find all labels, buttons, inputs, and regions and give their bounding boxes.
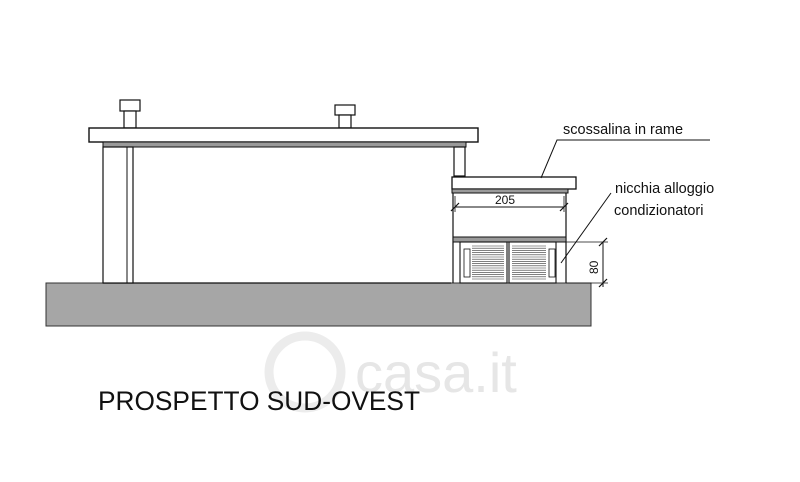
column-left [102,146,134,284]
annotation-ac-niche-line1: nicchia alloggio [615,181,714,197]
leader-ac-niche [560,192,612,264]
ac-fan-right [548,248,556,278]
dimension-width: 205 [450,193,569,212]
ac-grille-right [512,245,546,280]
ac-unit-right [508,241,557,284]
ground-slab [45,282,592,327]
chimney-right-cap [334,104,356,116]
dimension-height-tick-top [598,237,608,247]
dimension-height-tick-bottom [598,278,608,288]
ac-fan-left [463,248,471,278]
watermark: casa.it [264,331,517,413]
annex-fascia [451,188,569,194]
leader-copper-flashing [540,139,710,179]
niche-lintel [452,236,567,243]
dimension-height: 80 [566,237,608,288]
chimney-left-stack [123,110,137,129]
dimension-width-label: 205 [495,193,515,207]
chimney-left-cap [119,99,141,112]
annotation-copper-flashing: scossalina in rame [563,122,683,138]
chimney-right-stack [338,114,352,129]
column-right [453,146,466,177]
ac-grille-left [472,245,504,280]
annotation-ac-niche-line2: condizionatori [614,203,703,219]
ac-niche-annex [451,176,577,284]
roof-fascia [102,141,467,148]
watermark-logo-icon [264,331,346,413]
annex-roof [451,176,577,190]
main-building [88,99,479,284]
drawing-title: PROSPETTO SUD-OVEST [98,386,420,416]
roof-slab [88,127,479,143]
dimension-height-label: 80 [587,260,601,274]
watermark-text: casa.it [355,341,517,404]
